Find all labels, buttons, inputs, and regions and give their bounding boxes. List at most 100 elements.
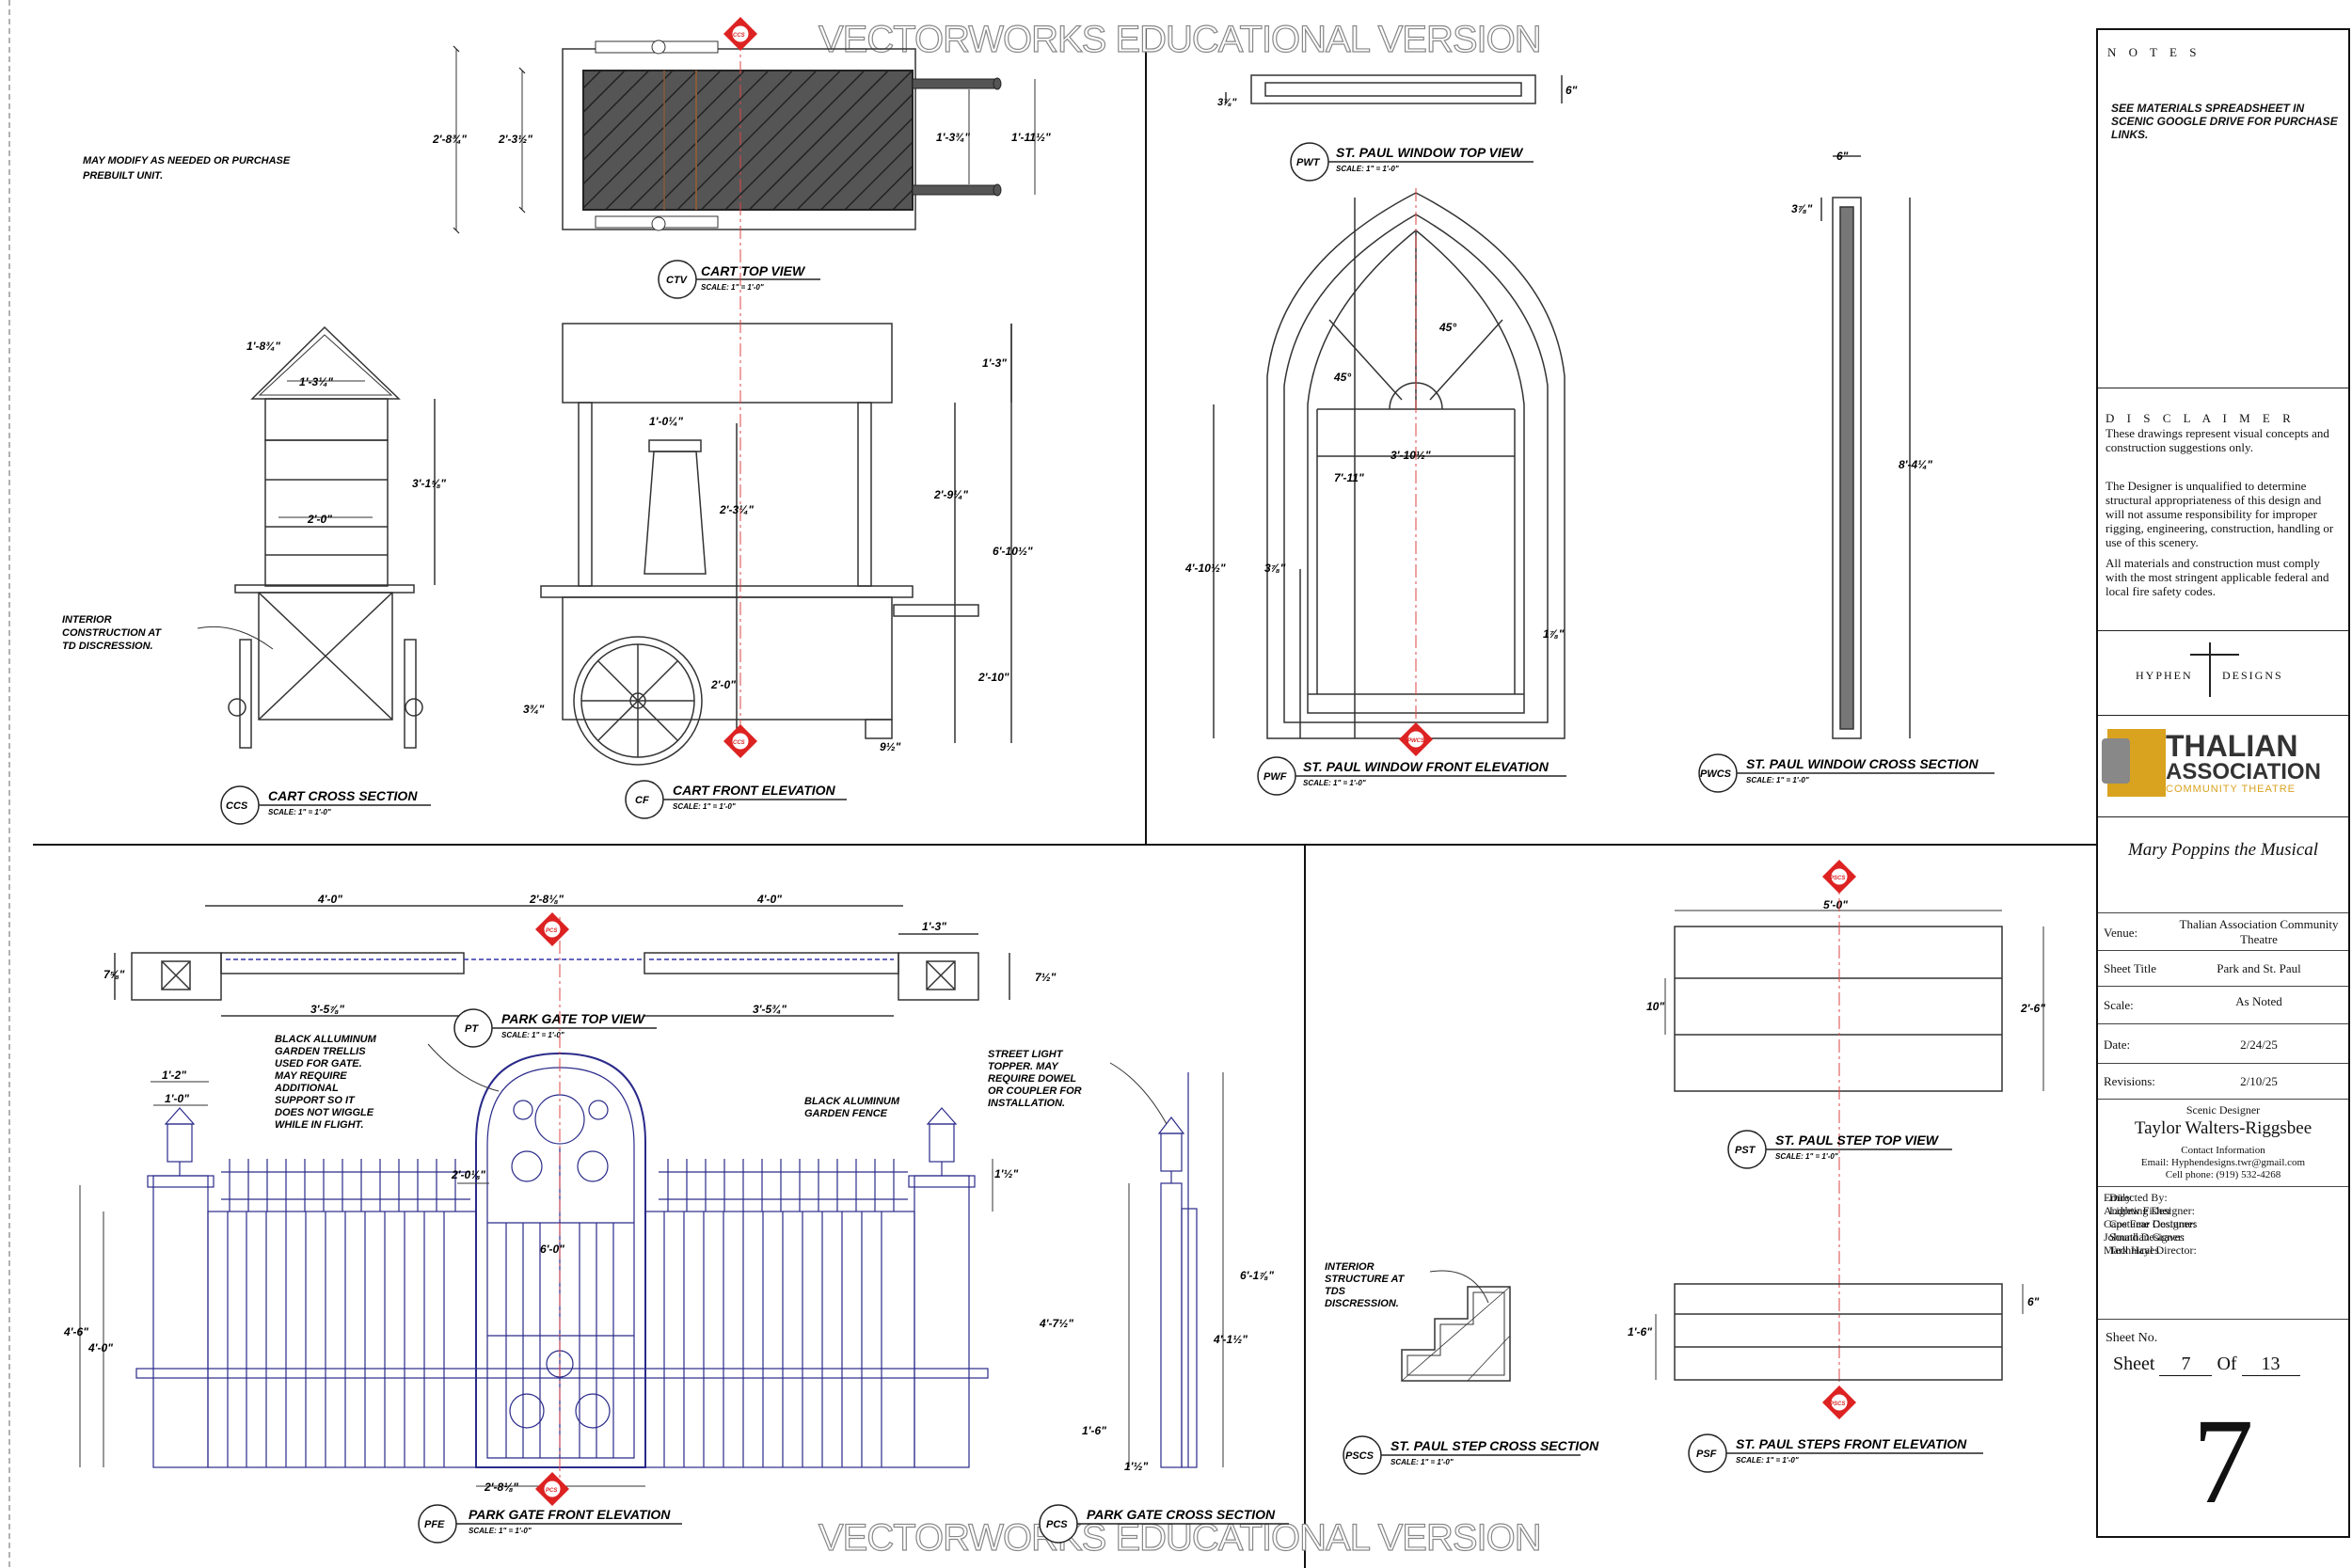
dim-ctv-b: 2'-3½" [498,133,532,146]
crew-row: Directed By:Emily [2104,1191,2168,1204]
psf-label [1688,1433,1983,1473]
dim-cf-inner: 1'-0¼" [649,415,683,428]
notes-panel: N O T E S SEE MATERIALS SPREADSHEET IN S… [2098,30,2348,388]
window-cross-section [1820,155,1911,739]
pwt-label [1290,142,1534,182]
show-title-panel: Mary Poppins the Musical [2098,816,2348,882]
date-value: 2/24/25 [2240,1037,2278,1052]
pfe-title: PARK GATE FRONT ELEVATION [469,1507,671,1522]
show-title: Mary Poppins the Musical [2127,840,2319,860]
dim-pcs-c: 4'-1½" [1213,1333,1248,1346]
thalian-mask-icon [2102,729,2166,797]
dim-pcs-d: 1'-6" [1082,1424,1106,1437]
dim-cf-mid: 2'-9¼" [933,488,968,501]
dim-pwf-w: 3'-10½" [1391,449,1431,462]
window-front-elevation [1213,192,1565,739]
dim-pfe-c: 2'-0⅛" [451,1168,485,1181]
pwt-tag: PWT [1296,157,1321,168]
ctv-tag: CTV [666,275,689,286]
dim-pt-g: 7⅝" [103,968,125,981]
dim-pt-h: 7½" [1035,971,1057,984]
dim-pt-b: 2'-8⅛" [529,893,564,906]
ctv-title: CART TOP VIEW [701,263,806,278]
dim-pt-a: 4'-0" [317,893,342,906]
dim-pfe-g: 2'-8⅛" [484,1481,518,1494]
dim-pwf-angle1: 45° [1438,321,1456,334]
section-marker-pcs-bottom [535,1472,569,1506]
cf-scale: SCALE: 1" = 1'-0" [673,802,736,811]
note-step-interior-2: STRUCTURE AT [1325,1274,1406,1285]
note-trellis-3: USED FOR GATE. [275,1058,362,1069]
pwcs-label [1698,753,1994,793]
crew-list: Directed By:Emily Lighting Designer:Andr… [2098,1186,2348,1258]
watermark-top: VECTORWORKS EDUCATIONAL VERSION [818,19,1541,60]
pcs-title: PARK GATE CROSS SECTION [1087,1507,1276,1522]
sheet-total: 13 [2241,1354,2300,1376]
notes-heading: N O T E S [2107,45,2201,59]
cart-front-elevation [540,323,1012,766]
pwf-scale: SCALE: 1" = 1'-0" [1303,779,1366,787]
venue-row: Venue: Thalian Association Community The… [2098,912,2348,950]
note-trellis-1: BLACK ALLUMINUM [275,1034,377,1045]
dim-pwf-h4: 1⅞" [1543,627,1565,641]
pscs-label [1343,1435,1581,1475]
note-cart-modify-1: MAY MODIFY AS NEEDED OR PURCHASE [83,155,291,166]
section-marker-ccs-bottom [723,724,757,758]
note-trellis-4: MAY REQUIRE [275,1070,347,1082]
quadrant-frame [33,28,2096,1568]
cf-title: CART FRONT ELEVATION [673,783,836,798]
cart-top-view [453,40,1036,234]
venue-value: Thalian Association Community Theatre [2179,917,2339,946]
contact-heading: Contact Information [2181,1145,2265,1156]
window-top-view [1225,74,1563,104]
disclaimer-p1: These drawings represent visual concepts… [2106,426,2329,454]
crew-row: Costume Designer:Cape Fear Costumes [2104,1217,2198,1230]
pst-scale: SCALE: 1" = 1'-0" [1775,1152,1838,1161]
sheet-title-row: Sheet Title Park and St. Paul [2098,950,2348,986]
sheet-no-label: Sheet No. [2106,1331,2158,1345]
pwf-title: ST. PAUL WINDOW FRONT ELEVATION [1303,759,1549,774]
date-row: Date: 2/24/25 [2098,1023,2348,1063]
dim-cf-wheel: 2'-0" [710,678,736,691]
section-marker-ccs-top-label: CCS [733,33,745,39]
cart-cross-section [228,325,436,749]
pcs-tag: PCS [1046,1519,1068,1530]
note-street-light-2: TOPPER. MAY [988,1061,1059,1072]
note-trellis-8: WHILE IN FLIGHT. [275,1119,364,1131]
pfe-tag: PFE [424,1519,445,1530]
pst-label [1727,1130,1952,1169]
note-fence-2: GARDEN FENCE [804,1108,888,1119]
steps-front-elevation [1655,1283,2024,1381]
dim-ccs-roof: 1'-8¾" [246,340,280,353]
thalian-word-3: COMMUNITY THEATRE [2166,784,2296,795]
dim-pfe-h: 1'½" [994,1167,1019,1180]
dim-pst-w: 5'-0" [1823,898,1848,911]
leader-trellis [427,1043,500,1092]
section-marker-pwcs [1399,722,1433,756]
scale-row: Scale: As Noted [2098,986,2348,1023]
revisions-label: Revisions: [2104,1074,2155,1088]
sheet-number: 7 [2159,1354,2213,1376]
section-marker-pscs-top-label: PSCS [1830,876,1845,881]
leader-street-light [1109,1062,1168,1125]
pst-tag: PST [1735,1145,1756,1156]
dim-pwf-h1: 7'-11" [1334,471,1364,484]
cf-tag: CF [635,795,649,806]
dim-pwf-angle2: 45° [1333,371,1351,384]
pwcs-scale: SCALE: 1" = 1'-0" [1746,776,1809,784]
dim-ctv-c: 1'-3¾" [936,131,970,144]
pt-title: PARK GATE TOP VIEW [501,1011,646,1026]
dim-ctv-d: 1'-11½" [1011,131,1051,144]
section-marker-pcs-top [535,912,569,946]
dim-pt-c: 4'-0" [756,893,782,906]
sheet-number-block: Sheet No. Sheet 7 Of 13 7 [2098,1319,2348,1538]
pwcs-title: ST. PAUL WINDOW CROSS SECTION [1746,756,1979,771]
dim-pwt-b: 6" [1565,84,1578,97]
designer-block: Scenic Designer Taylor Walters-Riggsbee … [2098,1099,2348,1186]
dim-pt-e: 3'-5⅞" [310,1003,344,1016]
sheet-title-value: Park and St. Paul [2217,961,2301,975]
dim-pcs-b: 6'-1⅞" [1240,1269,1274,1282]
note-street-light-1: STREET LIGHT [988,1049,1064,1060]
notes-body: SEE MATERIALS SPREADSHEET IN SCENIC GOOG… [2111,102,2338,141]
